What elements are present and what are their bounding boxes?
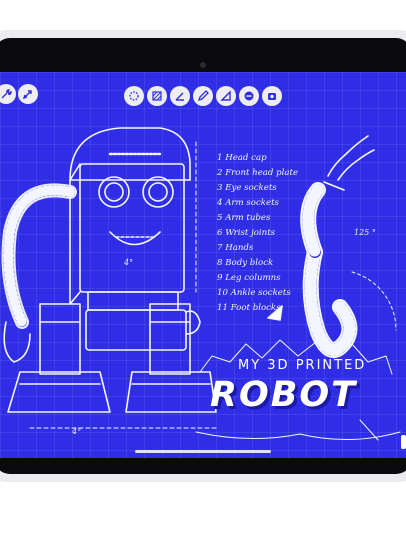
blueprint-canvas[interactable]: 125 ° 4° 4° 1 Head cap 2 Front head plat… [0,72,406,458]
angle-annotation-right: 125 ° [354,228,376,237]
wrench-button[interactable] [0,84,16,104]
angle-button[interactable] [170,86,190,106]
parts-list-item: 6 Wrist joints [217,228,276,238]
hatch-pattern-icon [151,87,163,106]
front-camera [200,62,206,68]
drawing-title: ROBOT [210,375,358,415]
parts-list-item: 4 Arm sockets [217,198,279,208]
pencil-icon [197,87,209,106]
drawing-subtitle: MY 3D PRINTED [238,358,367,373]
parts-list-item: 1 Head cap [217,153,267,163]
blueprint-grid [0,72,406,458]
set-square-icon [220,87,232,106]
parts-list-item: 9 Leg columns [217,273,281,283]
hatch-pattern-button[interactable] [147,86,167,106]
rocket-button[interactable] [18,84,38,104]
scroll-indicator[interactable] [401,435,406,449]
parts-list-item: 5 Arm tubes [217,213,271,223]
angle-annotation-foot: 4° [72,427,82,436]
minus-circle-icon [243,87,255,106]
home-indicator[interactable] [135,450,271,453]
robot-drawing [1,127,401,441]
parts-list-item: 8 Body block [217,258,274,268]
wrench-icon [0,85,12,104]
minus-circle-button[interactable] [239,86,259,106]
parts-list-item: 2 Front head plate [217,168,299,178]
pencil-button[interactable] [193,86,213,106]
parts-list-item: 3 Eye sockets [217,183,277,193]
dotted-circle-icon [128,87,140,106]
angle-annotation-head: 4° [124,258,134,267]
parts-list-item: 11 Foot blocks [217,303,281,313]
angle-icon [174,87,186,106]
parts-list-item: 7 Hands [217,243,254,253]
camera-box-icon [266,87,278,106]
dotted-circle-button[interactable] [124,86,144,106]
parts-list-item: 10 Ankle sockets [217,288,291,298]
rocket-icon [22,85,34,104]
set-square-button[interactable] [216,86,236,106]
camera-box-button[interactable] [262,86,282,106]
